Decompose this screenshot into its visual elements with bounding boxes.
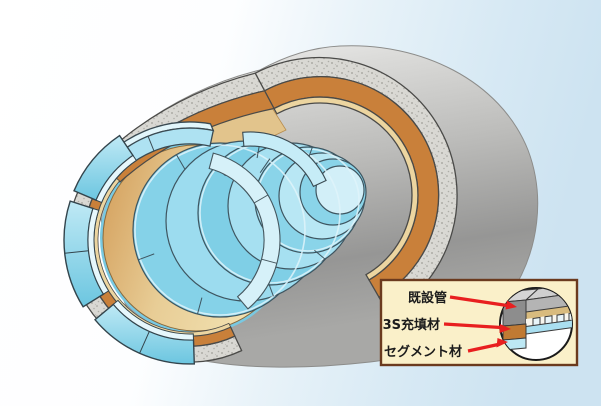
legend-label-segment: セグメント材: [384, 344, 462, 360]
arrow-filler: [443, 322, 502, 330]
front-segment-ring-face: [208, 152, 281, 310]
exploded-segments: [63, 134, 196, 365]
legend-inset: 既設管 3S充填材 セグメント材: [379, 278, 579, 367]
legend-label-filler: 3S充填材: [383, 317, 440, 333]
arrow-segment: [467, 342, 499, 353]
segment-joint-lines: [138, 142, 326, 315]
arrow-head-segment: [496, 338, 508, 348]
floating-segment-deep: [242, 131, 327, 188]
detail-segment-rib: [568, 311, 572, 322]
arrow-head-filler: [499, 324, 511, 333]
arrow-existing-pipe: [449, 295, 508, 308]
detail-filler-front: [502, 323, 527, 341]
rear-filler-inner-lip: [273, 96, 419, 281]
legend-arrows: [443, 295, 517, 353]
arrow-head-existing-pipe: [505, 300, 517, 310]
legend-label-existing-pipe: 既設管: [408, 290, 447, 306]
